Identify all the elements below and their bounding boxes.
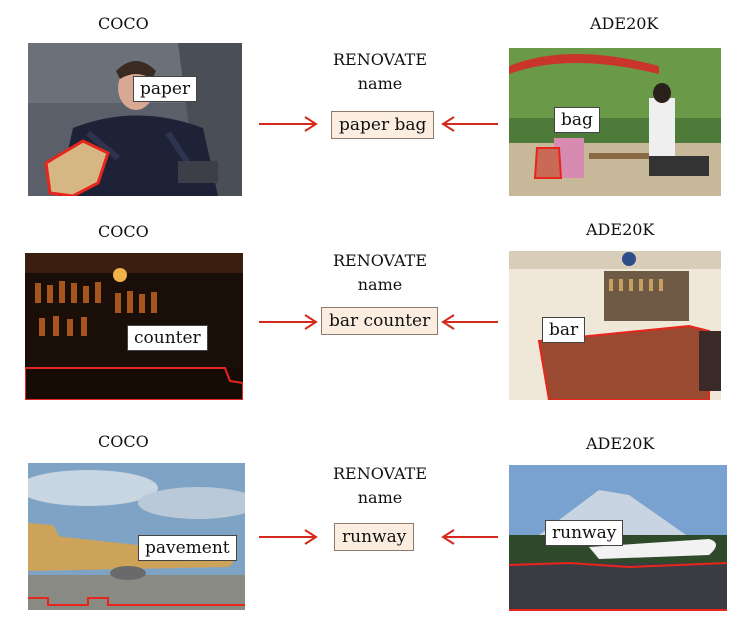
row1-right-source-label: ADE20K [590,14,659,33]
row2-right-arrow [441,314,498,330]
row2-renovate-subtitle: name [357,275,403,294]
row2-right-source-label: ADE20K [586,220,655,239]
row2-renovated-name: bar counter [321,307,439,335]
row1-left-source-label: COCO [98,14,149,33]
row1-renovated-name: paper bag [331,111,435,139]
row3-left-source-label: COCO [98,432,149,451]
row1-right-arrow [441,116,498,132]
row1-left-tag: paper [133,76,198,102]
row2-left-arrow [259,314,318,330]
row1-right-tag: bag [554,107,600,133]
row3-right-tag: runway [545,520,624,546]
row2-right-photo [509,251,721,400]
row1-renovate-subtitle: name [357,74,403,93]
row3-renovate-subtitle: name [357,488,403,507]
row1-left-arrow [259,116,318,132]
row3-left-arrow [259,529,318,545]
row2-renovate-title: RENOVATE [332,251,428,270]
row2-right-tag: bar [542,317,586,343]
row3-left-tag: pavement [138,535,237,561]
row2-left-source-label: COCO [98,222,149,241]
row3-right-arrow [441,529,498,545]
row1-renovate-title: RENOVATE [332,50,428,69]
row2-left-tag: counter [127,325,208,351]
row3-renovate-title: RENOVATE [332,464,428,483]
row1-left-photo [28,43,242,196]
row3-right-source-label: ADE20K [586,434,655,453]
row3-renovated-name: runway [334,523,415,551]
row1-right-photo [509,48,721,196]
